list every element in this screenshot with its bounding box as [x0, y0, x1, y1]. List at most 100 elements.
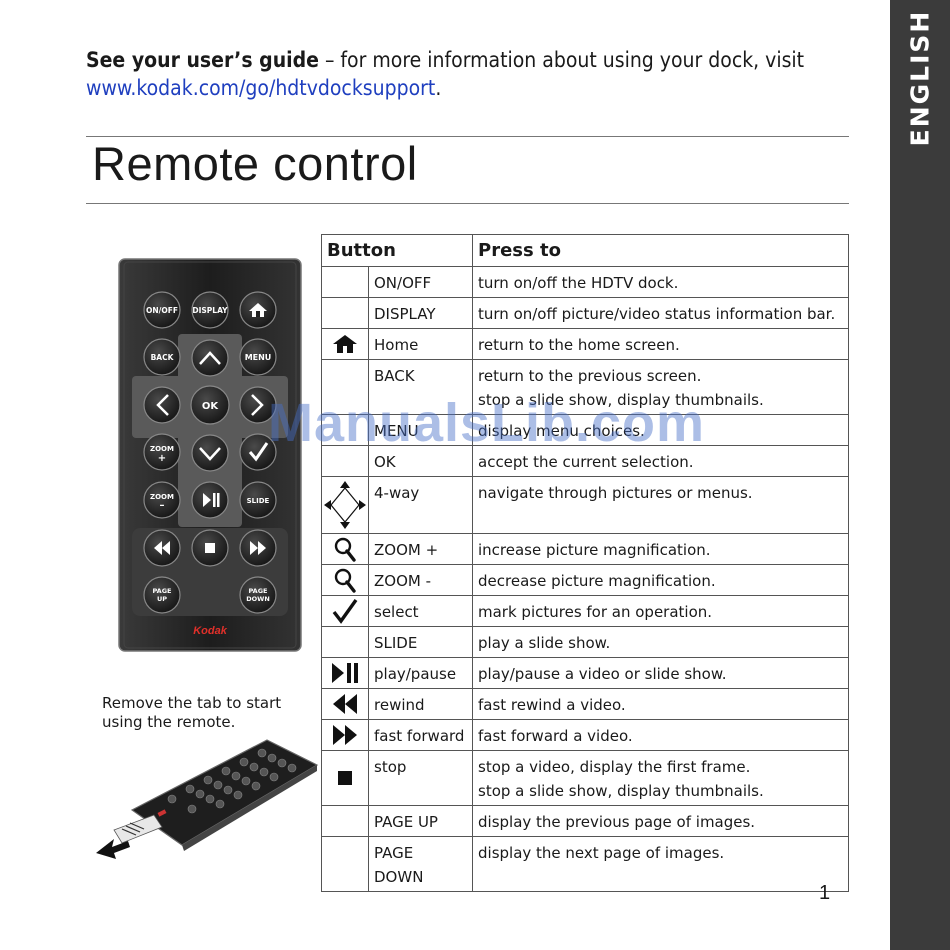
page-number: 1 [819, 882, 831, 904]
table-row: Home return to the home screen. [321, 328, 849, 360]
svg-text:+: + [158, 453, 166, 464]
four-way-icon [322, 479, 368, 531]
svg-text:–: – [160, 500, 165, 511]
description-line: increase picture magnification. [478, 541, 711, 559]
button-description: increase picture magnification. [472, 533, 849, 565]
table-icon-cell [321, 836, 369, 892]
table-icon-cell [321, 297, 369, 329]
svg-text:BACK: BACK [151, 353, 175, 362]
page-title: Remote control [92, 137, 418, 190]
table-icon-cell [321, 626, 369, 658]
button-name: BACK [368, 359, 473, 415]
table-icon-cell [321, 657, 369, 689]
remove-tab-caption: Remove the tab to start using the remote… [102, 694, 282, 731]
fast-forward-icon [322, 723, 368, 747]
description-line: display the next page of images. [478, 844, 725, 862]
table-icon-cell [321, 328, 369, 360]
display-button [191, 291, 229, 329]
table-header-row: Button Press to [321, 234, 849, 267]
button-reference-table: Button Press to ON/OFF turn on/off the HD… [321, 234, 849, 892]
button-description: navigate through pictures or menus. [472, 476, 849, 534]
svg-text:ON/OFF: ON/OFF [146, 306, 178, 315]
button-name: MENU [368, 414, 473, 446]
table-icon-cell [321, 805, 369, 837]
left-button [143, 386, 181, 424]
play-pause-icon [322, 661, 368, 685]
button-name: fast forward [368, 719, 473, 751]
intro-text: – for more information about using your … [318, 48, 805, 72]
table-row: select mark pictures for an operation. [321, 595, 849, 627]
table-icon-cell [321, 266, 369, 298]
table-icon-cell [321, 688, 369, 720]
zoom-out-button [143, 481, 181, 519]
ok-button [190, 385, 230, 425]
svg-text:UP: UP [157, 595, 167, 603]
button-description: decrease picture magnification. [472, 564, 849, 596]
svg-text:OK: OK [202, 401, 220, 412]
top-divider [86, 136, 849, 137]
svg-text:DISPLAY: DISPLAY [192, 306, 228, 315]
button-name: play/pause [368, 657, 473, 689]
remote-home-icon [249, 303, 267, 317]
button-description: stop a video, display the first frame.st… [472, 750, 849, 806]
button-name: select [368, 595, 473, 627]
button-name: PAGE DOWN [368, 836, 473, 892]
support-link[interactable]: www.kodak.com/go/hdtvdocksupport [86, 76, 436, 100]
slide-button [239, 481, 277, 519]
description-line: return to the home screen. [478, 336, 680, 354]
table-icon-cell [321, 564, 369, 596]
onoff-button [143, 291, 181, 329]
description-line: accept the current selection. [478, 453, 694, 471]
button-name: stop [368, 750, 473, 806]
table-icon-cell [321, 595, 369, 627]
button-name: 4-way [368, 476, 473, 534]
language-sidebar [890, 0, 950, 950]
description-line: turn on/off the HDTV dock. [478, 274, 679, 292]
page-down-button [239, 576, 277, 614]
remote-control-illustration: ON/OFF DISPLAY BACK MENU OK ZOOM + ZOOM … [118, 258, 302, 652]
svg-text:PAGE: PAGE [153, 587, 172, 595]
button-name: ZOOM - [368, 564, 473, 596]
page-up-button [143, 576, 181, 614]
table-row: play/pause play/pause a video or slide sh… [321, 657, 849, 689]
watermark: ManualsLib.com [268, 393, 706, 453]
language-label: ENGLISH [905, 9, 935, 147]
description-line: display the previous page of images. [478, 813, 756, 831]
back-button [143, 338, 181, 376]
table-icon-cell [321, 750, 369, 806]
header-button: Button [321, 234, 473, 267]
description-line: play/pause a video or slide show. [478, 665, 727, 683]
menu-button [239, 338, 277, 376]
zoom-in-icon [322, 536, 368, 562]
zoom-out-icon [322, 567, 368, 593]
button-description: display menu choices. [472, 414, 849, 446]
description-line: stop a slide show, display thumbnails. [478, 391, 764, 409]
button-description: turn on/off picture/video status informa… [472, 297, 849, 329]
description-line: navigate through pictures or menus. [478, 484, 753, 502]
table-row: DISPLAY turn on/off picture/video status … [321, 297, 849, 329]
home-icon [322, 333, 368, 355]
button-description: accept the current selection. [472, 445, 849, 477]
table-row: ZOOM - decrease picture magnification. [321, 564, 849, 596]
svg-text:ZOOM: ZOOM [150, 445, 174, 453]
button-name: Home [368, 328, 473, 360]
stop-icon [322, 769, 368, 787]
button-description: turn on/off the HDTV dock. [472, 266, 849, 298]
button-name: DISPLAY [368, 297, 473, 329]
button-description: mark pictures for an operation. [472, 595, 849, 627]
svg-text:ZOOM: ZOOM [150, 493, 174, 501]
description-line: mark pictures for an operation. [478, 603, 713, 621]
description-line: decrease picture magnification. [478, 572, 716, 590]
zoom-in-button [143, 433, 181, 471]
table-row: ON/OFF turn on/off the HDTV dock. [321, 266, 849, 298]
description-line: turn on/off picture/video status informa… [478, 305, 836, 323]
button-name: ON/OFF [368, 266, 473, 298]
button-description: fast rewind a video. [472, 688, 849, 720]
svg-text:SLIDE: SLIDE [247, 497, 270, 505]
title-divider [86, 203, 849, 204]
